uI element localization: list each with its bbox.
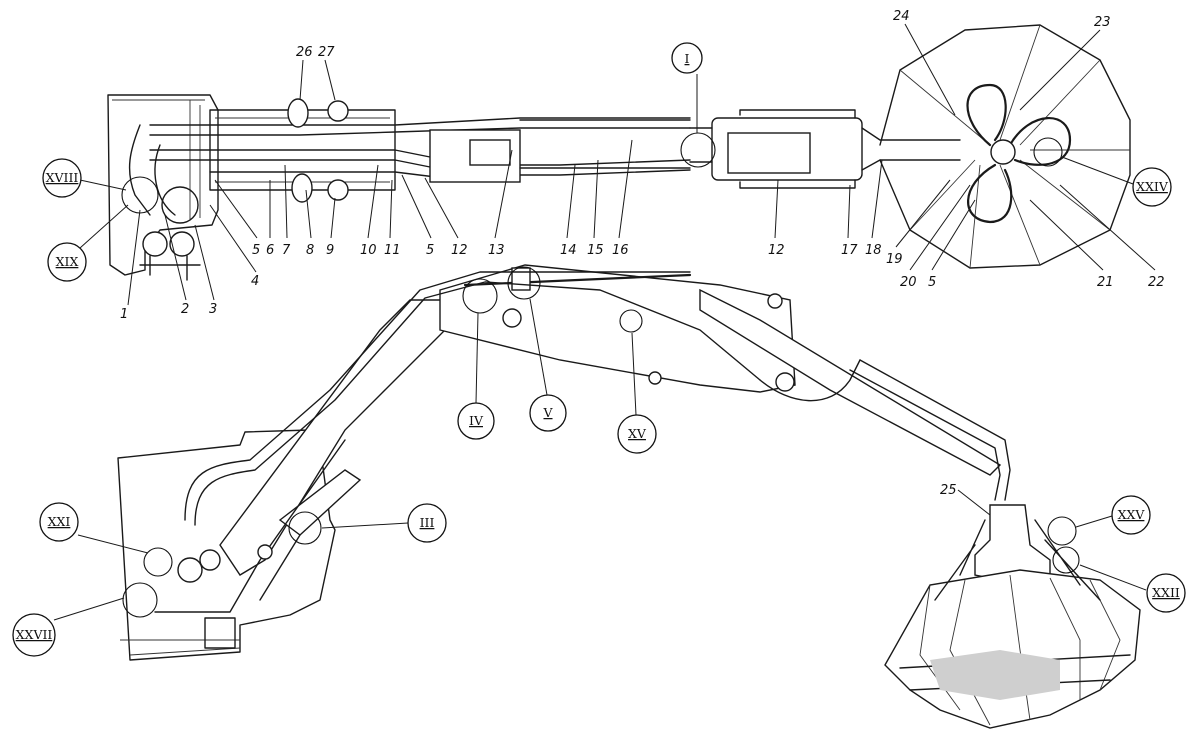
part-number-26: 26 [296, 45, 313, 60]
callout-bubble-XXVII [12, 613, 56, 657]
part-number-5b: 5 [426, 243, 434, 258]
callout-label-III: III [420, 515, 435, 530]
part-number-5: 5 [252, 243, 260, 258]
side-view [117, 264, 1141, 729]
callout-bubbles: I III IV V XV XVIII XIX XXI XXII [12, 42, 1186, 657]
callout-bubble-III [407, 503, 447, 543]
part-number-8: 8 [306, 243, 314, 258]
part-number-15: 15 [587, 243, 604, 258]
callout-bubble-XV [617, 414, 657, 454]
callout-label-XXV: XXV [1118, 507, 1146, 522]
part-number-11: 11 [384, 243, 401, 258]
part-number-14: 14 [560, 243, 577, 258]
part-number-12b: 12 [768, 243, 785, 258]
part-number-12: 12 [451, 243, 468, 258]
callout-bubble-XIX [47, 242, 87, 282]
plan-view [107, 24, 1131, 281]
part-number-27: 27 [318, 45, 335, 60]
part-number-18: 18 [865, 243, 882, 258]
callout-label-XXI: XXI [48, 514, 71, 529]
callout-bubble-XVIII [42, 158, 82, 198]
part-number-25: 25 [940, 483, 957, 498]
part-number-21: 21 [1097, 275, 1114, 290]
part-number-17: 17 [841, 243, 858, 258]
part-number-24: 24 [893, 9, 910, 24]
callout-bubble-IV [457, 402, 495, 440]
callout-bubble-I [671, 42, 703, 74]
callout-bubble-XXV [1111, 495, 1151, 535]
callout-label-XV: XV [628, 426, 647, 441]
callout-bubble-XXI [39, 502, 79, 542]
callout-label-IV: IV [469, 413, 484, 428]
callout-bubble-XXIV [1132, 167, 1172, 207]
part-number-19: 19 [886, 252, 903, 267]
leader-lines [127, 23, 1156, 516]
part-number-7: 7 [282, 243, 291, 258]
part-number-13: 13 [488, 243, 505, 258]
callout-bubble-V [529, 394, 567, 432]
part-number-3: 3 [209, 302, 217, 317]
callout-label-XVIII: XVIII [46, 170, 79, 185]
part-number-23: 23 [1094, 15, 1111, 30]
callout-label-I: I [685, 51, 690, 66]
callout-label-V: V [542, 405, 553, 420]
callout-label-XIX: XIX [56, 254, 79, 269]
part-number-4: 4 [251, 274, 259, 289]
part-number-6: 6 [266, 243, 274, 258]
callout-label-XXII: XXII [1152, 585, 1180, 600]
part-number-2: 2 [181, 302, 189, 317]
part-number-16: 16 [612, 243, 629, 258]
callout-label-XXVII: XXVII [16, 627, 53, 642]
callout-bubble-XXII [1146, 573, 1186, 613]
part-number-20: 20 [900, 275, 917, 290]
part-number-22: 22 [1148, 275, 1165, 290]
part-number-9: 9 [326, 243, 334, 258]
part-number-1: 1 [120, 307, 128, 322]
callout-label-XXIV: XXIV [1136, 179, 1169, 194]
part-number-10: 10 [360, 243, 377, 258]
part-number-labels: 1 2 3 4 5 6 7 8 9 10 11 5 12 13 14 15 16… [120, 9, 1165, 498]
part-number-5c: 5 [928, 275, 936, 290]
